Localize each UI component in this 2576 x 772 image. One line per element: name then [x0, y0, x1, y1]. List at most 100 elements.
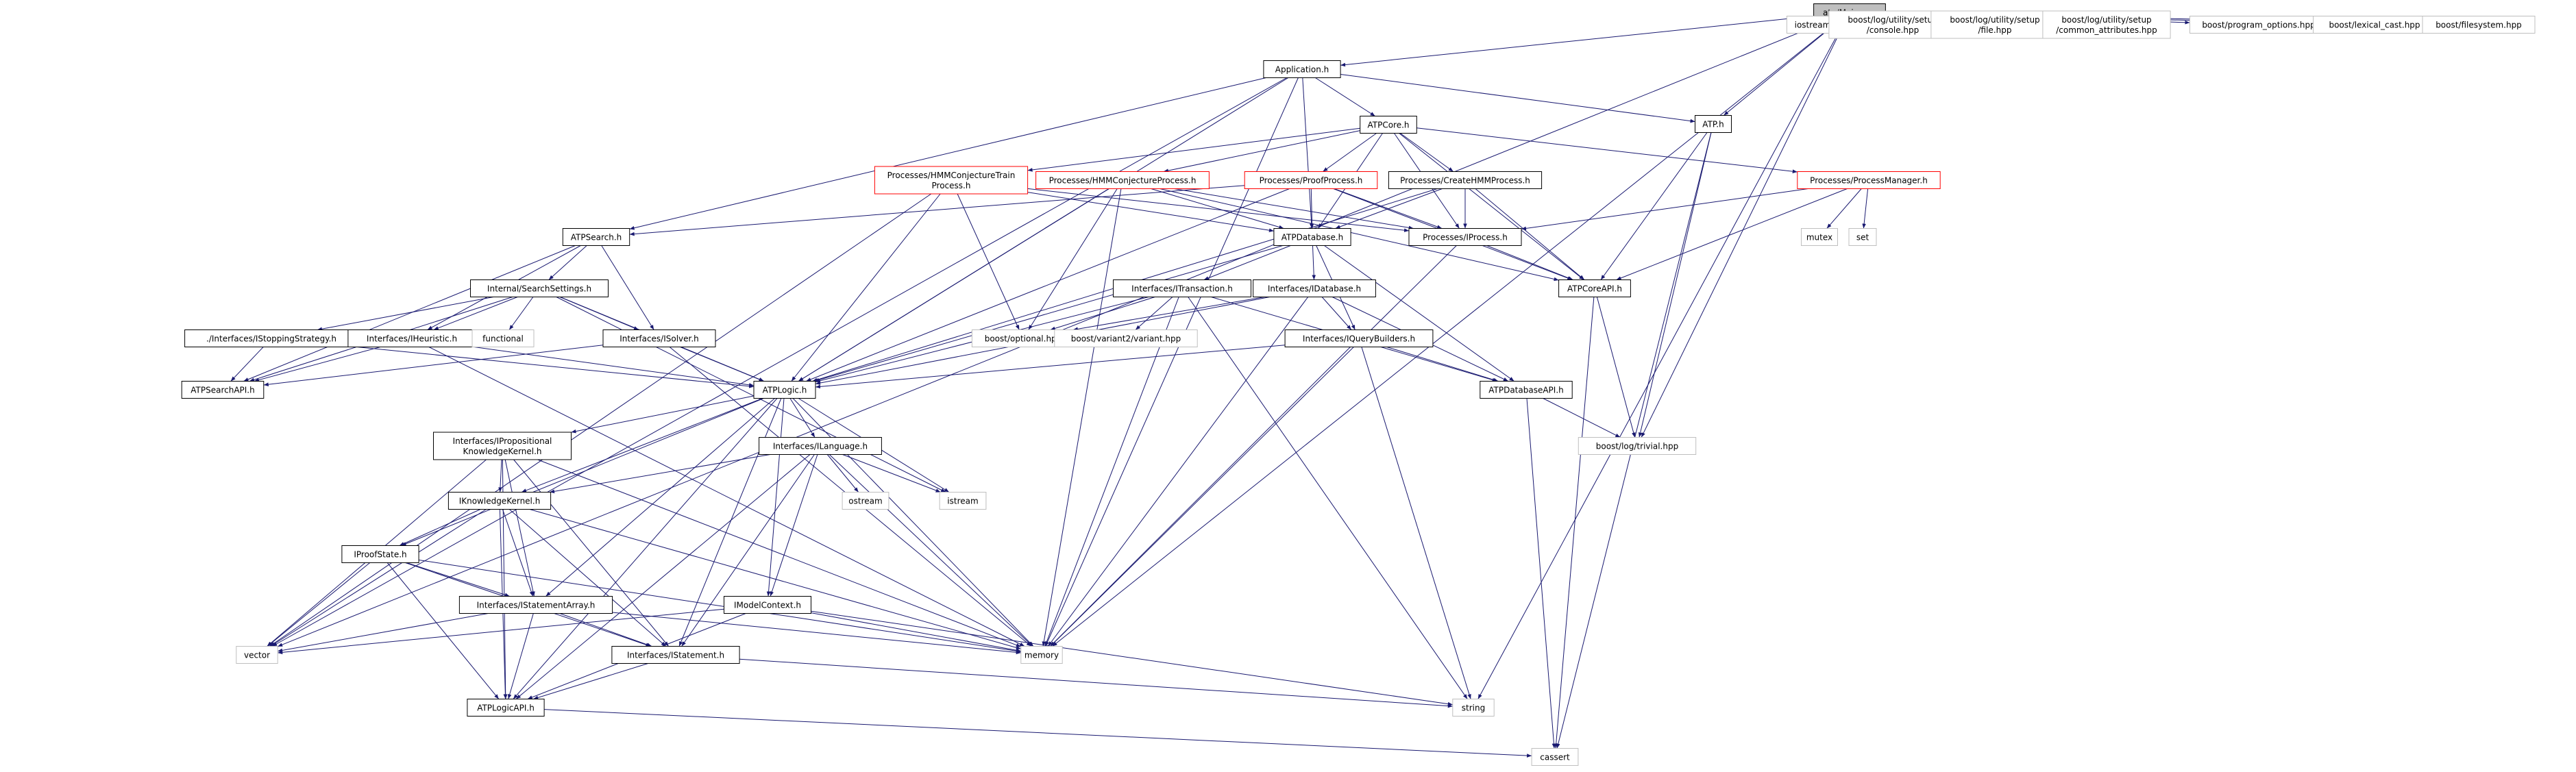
node-label-atplogicapi: ATPLogicAPI.h [477, 703, 535, 713]
edge-proofproc-to-atpsearch [629, 185, 1245, 236]
edge-iproofstate-to-atplogicapi [387, 562, 500, 699]
node-box-iprocess [1408, 228, 1522, 246]
node-label-atpcoreapi: ATPCoreAPI.h [1567, 284, 1622, 294]
node-box-procmgr [1797, 171, 1941, 189]
edge-hmmtrain-to-boostopt [957, 193, 1020, 330]
node-label-filesystem: boost/filesystem.hpp [2436, 21, 2522, 30]
node-memory: memory [1020, 646, 1063, 664]
node-label-fileh: boost/log/utility/setup/file.hpp [1950, 15, 2039, 35]
node-atpdbapi[interactable]: ATPDatabaseAPI.h [1480, 381, 1573, 399]
nodes-layer: atp/Main.cppApplication.hiostreamboost/l… [181, 3, 2536, 766]
node-label-isolver: Interfaces/ISolver.h [620, 334, 699, 344]
edge-searchsettings-to-functional [508, 297, 534, 330]
edge-procmgr-to-set [1862, 188, 1869, 229]
edge-hmmtrain-to-vector [269, 193, 932, 647]
node-box-cassert [1531, 748, 1579, 766]
node-label-ostream: ostream [848, 497, 882, 506]
node-box-proofproc [1244, 171, 1378, 189]
node-istatement[interactable]: Interfaces/IStatement.h [611, 646, 740, 664]
node-vector: vector [236, 646, 278, 664]
node-fileh: boost/log/utility/setup/file.hpp [1930, 10, 2059, 39]
node-box-idatabase [1253, 279, 1376, 297]
edge-ilanguage-to-atplogicapi [515, 454, 811, 699]
node-label-boosttrivial: boost/log/trivial.hpp [1596, 442, 1678, 451]
edge-hmmconj-to-atpdb [1151, 188, 1284, 229]
node-app[interactable]: Application.h [1263, 60, 1341, 78]
node-label-atpdb: ATPDatabase.h [1281, 233, 1344, 242]
node-label-atpsearch: ATPSearch.h [571, 233, 622, 242]
node-hmmconj[interactable]: Processes/HMMConjectureProcess.h [1035, 171, 1210, 189]
node-proofproc[interactable]: Processes/ProofProcess.h [1244, 171, 1378, 189]
edge-searchsettings-to-iheuristic [433, 297, 518, 330]
edge-iprocess-to-atpcoreapi [1486, 245, 1573, 280]
node-label-boostopt: boost/optional.hpp [985, 334, 1062, 344]
node-ilanguage[interactable]: Interfaces/ILanguage.h [759, 437, 882, 455]
edge-ilanguage-to-istatement [681, 454, 815, 647]
node-createhmm[interactable]: Processes/CreateHMMProcess.h [1388, 171, 1543, 189]
node-iquerybuilders[interactable]: Interfaces/IQueryBuilders.h [1284, 329, 1434, 347]
node-atplogic[interactable]: ATPLogic.h [753, 381, 816, 399]
node-idatabase[interactable]: Interfaces/IDatabase.h [1253, 279, 1376, 297]
node-label-istatementarray: Interfaces/IStatementArray.h [477, 601, 596, 610]
edge-ikk-to-istatement [508, 509, 667, 647]
node-atpdb[interactable]: ATPDatabase.h [1273, 228, 1351, 246]
edge-ilanguage-to-ikk [550, 454, 770, 494]
node-itransaction[interactable]: Interfaces/ITransaction.h [1113, 279, 1251, 297]
edge-atpdb-to-atplogic [814, 245, 1283, 382]
edge-procmgr-to-atpcoreapi [1616, 188, 1848, 280]
node-set: set [1848, 228, 1877, 246]
node-atpsearchapi[interactable]: ATPSearchAPI.h [181, 381, 265, 399]
node-isolver[interactable]: Interfaces/ISolver.h [602, 329, 716, 347]
node-ikk[interactable]: IKnowledgeKernel.h [447, 492, 552, 510]
edge-main-to-boosttrivial [1641, 21, 1846, 438]
node-box-createhmm [1388, 171, 1543, 189]
edge-imodelctx-to-string [811, 610, 1453, 706]
node-label-hmmconj: Processes/HMMConjectureProcess.h [1049, 176, 1197, 186]
edge-iquerybuilders-to-memory [1050, 347, 1351, 647]
edge-iheuristic-to-atpsearchapi [254, 347, 381, 382]
edge-ikk-to-memory [529, 509, 1021, 650]
node-procmgr[interactable]: Processes/ProcessManager.h [1797, 171, 1941, 189]
node-label-idatabase: Interfaces/IDatabase.h [1268, 284, 1361, 294]
edge-idatabase-to-boostopt [1072, 297, 1265, 332]
edge-idatabase-to-iquerybuilders [1321, 297, 1352, 330]
edge-atplogic-to-atplogicapi [513, 398, 778, 699]
node-box-atpsearchapi [181, 381, 265, 399]
node-atpcore[interactable]: ATPCore.h [1360, 116, 1417, 134]
edge-iquerybuilders-to-atplogic [815, 345, 1286, 389]
node-imodelctx[interactable]: IModelContext.h [724, 596, 811, 614]
node-istatementarray[interactable]: Interfaces/IStatementArray.h [458, 596, 613, 614]
node-box-set [1848, 228, 1877, 246]
edge-atpdb-to-itransaction [1203, 245, 1291, 280]
node-box-app [1263, 60, 1341, 78]
node-progopts: boost/program_options.hpp [2189, 16, 2328, 34]
edge-iheuristic-to-atplogic [474, 347, 755, 387]
edge-main-to-string [1477, 21, 1845, 699]
edge-atpcore-to-createhmm [1400, 133, 1453, 172]
node-label-vector: vector [244, 651, 270, 660]
edge-ilanguage-to-ostream [826, 454, 859, 493]
node-istopping[interactable]: ./Interfaces/IStoppingStrategy.h [184, 329, 358, 347]
edge-atpsearch-to-atpsearchapi [243, 245, 576, 382]
edge-itransaction-to-boostopt [1050, 297, 1155, 331]
node-searchsettings[interactable]: Internal/SearchSettings.h [470, 279, 609, 297]
node-label-searchsettings: Internal/SearchSettings.h [487, 284, 591, 294]
node-box-commonattr [2042, 10, 2171, 39]
node-iheuristic[interactable]: Interfaces/IHeuristic.h [347, 329, 476, 347]
edge-procmgr-to-mutex [1826, 188, 1862, 229]
node-atplogicapi[interactable]: ATPLogicAPI.h [467, 699, 545, 717]
edge-itransaction-to-boostvariant [1135, 297, 1173, 330]
node-iproofstate[interactable]: IProofState.h [341, 545, 419, 563]
edge-hmmconj-to-atplogic [798, 188, 1109, 382]
node-atpsearch[interactable]: ATPSearch.h [562, 228, 630, 246]
node-atph[interactable]: ATP.h [1695, 115, 1732, 133]
edge-itransaction-to-memory [1044, 297, 1179, 647]
edge-hmmtrain-to-atplogic [791, 193, 941, 382]
node-atpcoreapi[interactable]: ATPCoreAPI.h [1558, 279, 1631, 297]
node-label-itransaction: Interfaces/ITransaction.h [1131, 284, 1233, 294]
node-iprocess[interactable]: Processes/IProcess.h [1408, 228, 1522, 246]
node-box-atpdbapi [1480, 381, 1573, 399]
node-label-iprocess: Processes/IProcess.h [1423, 233, 1508, 242]
